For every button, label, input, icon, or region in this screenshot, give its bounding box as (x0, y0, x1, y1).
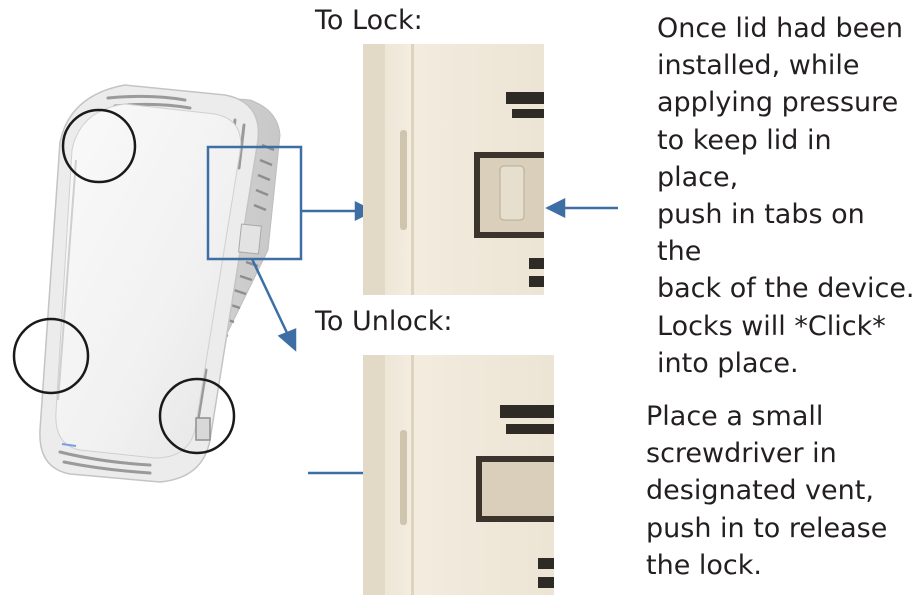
status-led (61, 443, 77, 447)
lock-instructions: Once lid had been installed, while apply… (657, 13, 915, 379)
arrow-diagonal-icon (250, 258, 297, 352)
indicator-circle-top (61, 108, 137, 184)
latch-tab (238, 223, 262, 255)
callout-box (206, 145, 303, 261)
arrow-right-icon (301, 200, 375, 222)
device-lid-edge (57, 159, 77, 401)
lock-heading: To Lock: (315, 5, 423, 36)
indicator-circle-left (12, 317, 90, 395)
device-illustration (39, 84, 281, 483)
bottom-latch (195, 417, 211, 441)
indicator-circle-bottom (158, 377, 236, 455)
lock-photo (363, 44, 544, 295)
unlock-heading: To Unlock: (315, 306, 453, 337)
arrow-left-icon (545, 197, 618, 219)
unlock-instructions: Place a small screwdriver in designated … (646, 401, 888, 581)
unlock-photo (363, 355, 554, 595)
